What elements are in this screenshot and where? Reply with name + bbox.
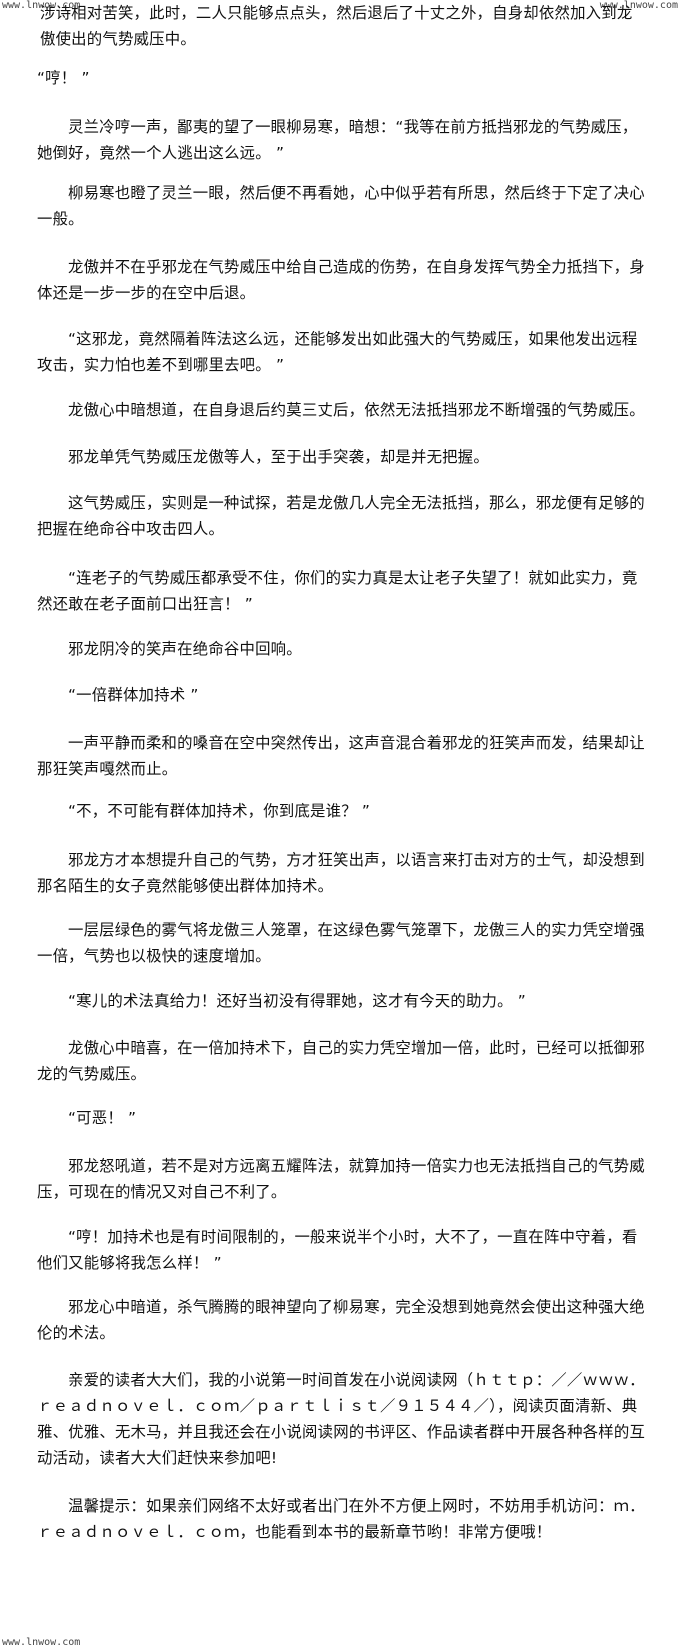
paragraph: 柳易寒也瞪了灵兰一眼，然后便不再看她，心中似乎若有所思，然后终于下定了决心一般。: [37, 184, 645, 228]
watermark-top-right: www.lnwow.com: [599, 0, 678, 11]
paragraph: 邪龙怒吼道，若不是对方远离五耀阵法，就算加持一倍实力也无法抵挡自己的气势威压，可…: [37, 1157, 645, 1201]
paragraph: “不，不可能有群体加持术，你到底是谁？ ”: [68, 802, 371, 820]
paragraph: 温馨提示：如果亲们网络不太好或者出门在外不方便上网时，不妨用手机访问：ｍ．ｒｅａ…: [37, 1497, 645, 1541]
watermark-bottom-left: www.lnwow.com: [2, 1637, 81, 1648]
paragraph: 一层层绿色的雾气将龙傲三人笼罩，在这绿色雾气笼罩下，龙傲三人的实力凭空增强一倍，…: [37, 921, 645, 965]
paragraph: 邪龙阴冷的笑声在绝命谷中回响。: [68, 640, 302, 658]
paragraph: 一声平静而柔和的嗓音在空中突然传出，这声音混合着邪龙的狂笑声而发，结果却让那狂笑…: [37, 734, 645, 778]
paragraph: 亲爱的读者大大们，我的小说第一时间首发在小说阅读网（ｈｔｔｐ：／／ｗｗｗ．ｒｅａ…: [37, 1371, 646, 1467]
paragraph: 这气势威压，实则是一种试探，若是龙傲几人完全无法抵挡，那么，邪龙便有足够的把握在…: [37, 494, 645, 538]
paragraph: “哼！ ”: [37, 69, 90, 87]
paragraph: 龙傲心中暗想道，在自身退后约莫三丈后，依然无法抵挡邪龙不断增强的气势威压。: [68, 401, 645, 419]
paragraph: 龙傲并不在乎邪龙在气势威压中给自己造成的伤势，在自身发挥气势全力抵挡下，身体还是…: [37, 258, 645, 302]
watermark-top-left: www.lnwow.com: [2, 0, 81, 11]
paragraph: “可恶！ ”: [68, 1109, 137, 1127]
paragraph: “这邪龙，竟然隔着阵法这么远，还能够发出如此强大的气势威压，如果他发出远程攻击，…: [37, 330, 638, 374]
paragraph: 邪龙单凭气势威压龙傲等人，至于出手突袭，却是并无把握。: [68, 448, 489, 466]
paragraph: 邪龙方才本想提升自己的气势，方才狂笑出声，以语言来打击对方的士气，却没想到那名陌…: [37, 851, 645, 895]
paragraph: 邪龙心中暗道，杀气腾腾的眼神望向了柳易寒，完全没想到她竟然会使出这种强大绝伦的术…: [37, 1298, 645, 1342]
paragraph: 龙傲心中暗喜，在一倍加持术下，自己的实力凭空增加一倍，此时，已经可以抵御邪龙的气…: [37, 1039, 645, 1083]
paragraph: “一倍群体加持术 ”: [68, 686, 199, 704]
paragraph: “寒儿的术法真给力！还好当初没有得罪她，这才有今天的助力。 ”: [68, 992, 526, 1010]
paragraph: 涉诗相对苦笑，此时，二人只能够点点头，然后退后了十丈之外，自身却依然加入到龙傲使…: [40, 4, 633, 48]
paragraph: 灵兰冷哼一声，鄙夷的望了一眼柳易寒，暗想：“我等在前方抵挡邪龙的气势威压，她倒好…: [37, 118, 638, 162]
paragraph: “连老子的气势威压都承受不住，你们的实力真是太让老子失望了！就如此实力，竟然还敢…: [37, 569, 638, 613]
paragraph: “哼！加持术也是有时间限制的，一般来说半个小时，大不了，一直在阵中守着，看他们又…: [37, 1228, 638, 1272]
